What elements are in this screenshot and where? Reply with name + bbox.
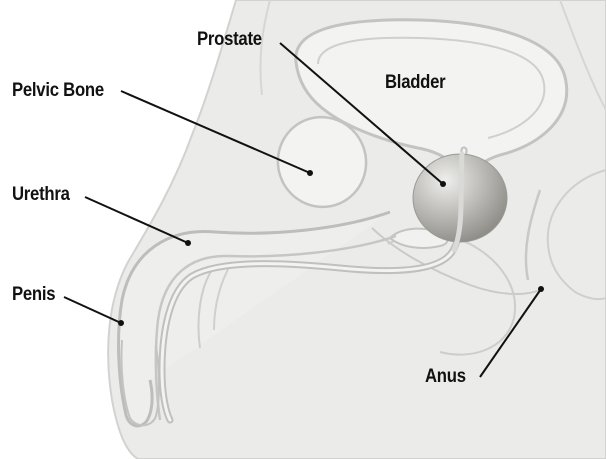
label-urethra: Urethra: [12, 184, 70, 206]
label-penis: Penis: [12, 284, 55, 306]
label-pelvic-bone: Pelvic Bone: [12, 80, 104, 102]
label-prostate: Prostate: [197, 29, 262, 51]
prostate-dot: [440, 181, 446, 187]
pelvic-bone-dot: [307, 170, 313, 176]
label-bladder: Bladder: [385, 72, 445, 94]
label-anus: Anus: [425, 366, 466, 388]
urethra-dot: [185, 240, 191, 246]
anus-dot: [538, 286, 544, 292]
penis-dot: [118, 320, 124, 326]
